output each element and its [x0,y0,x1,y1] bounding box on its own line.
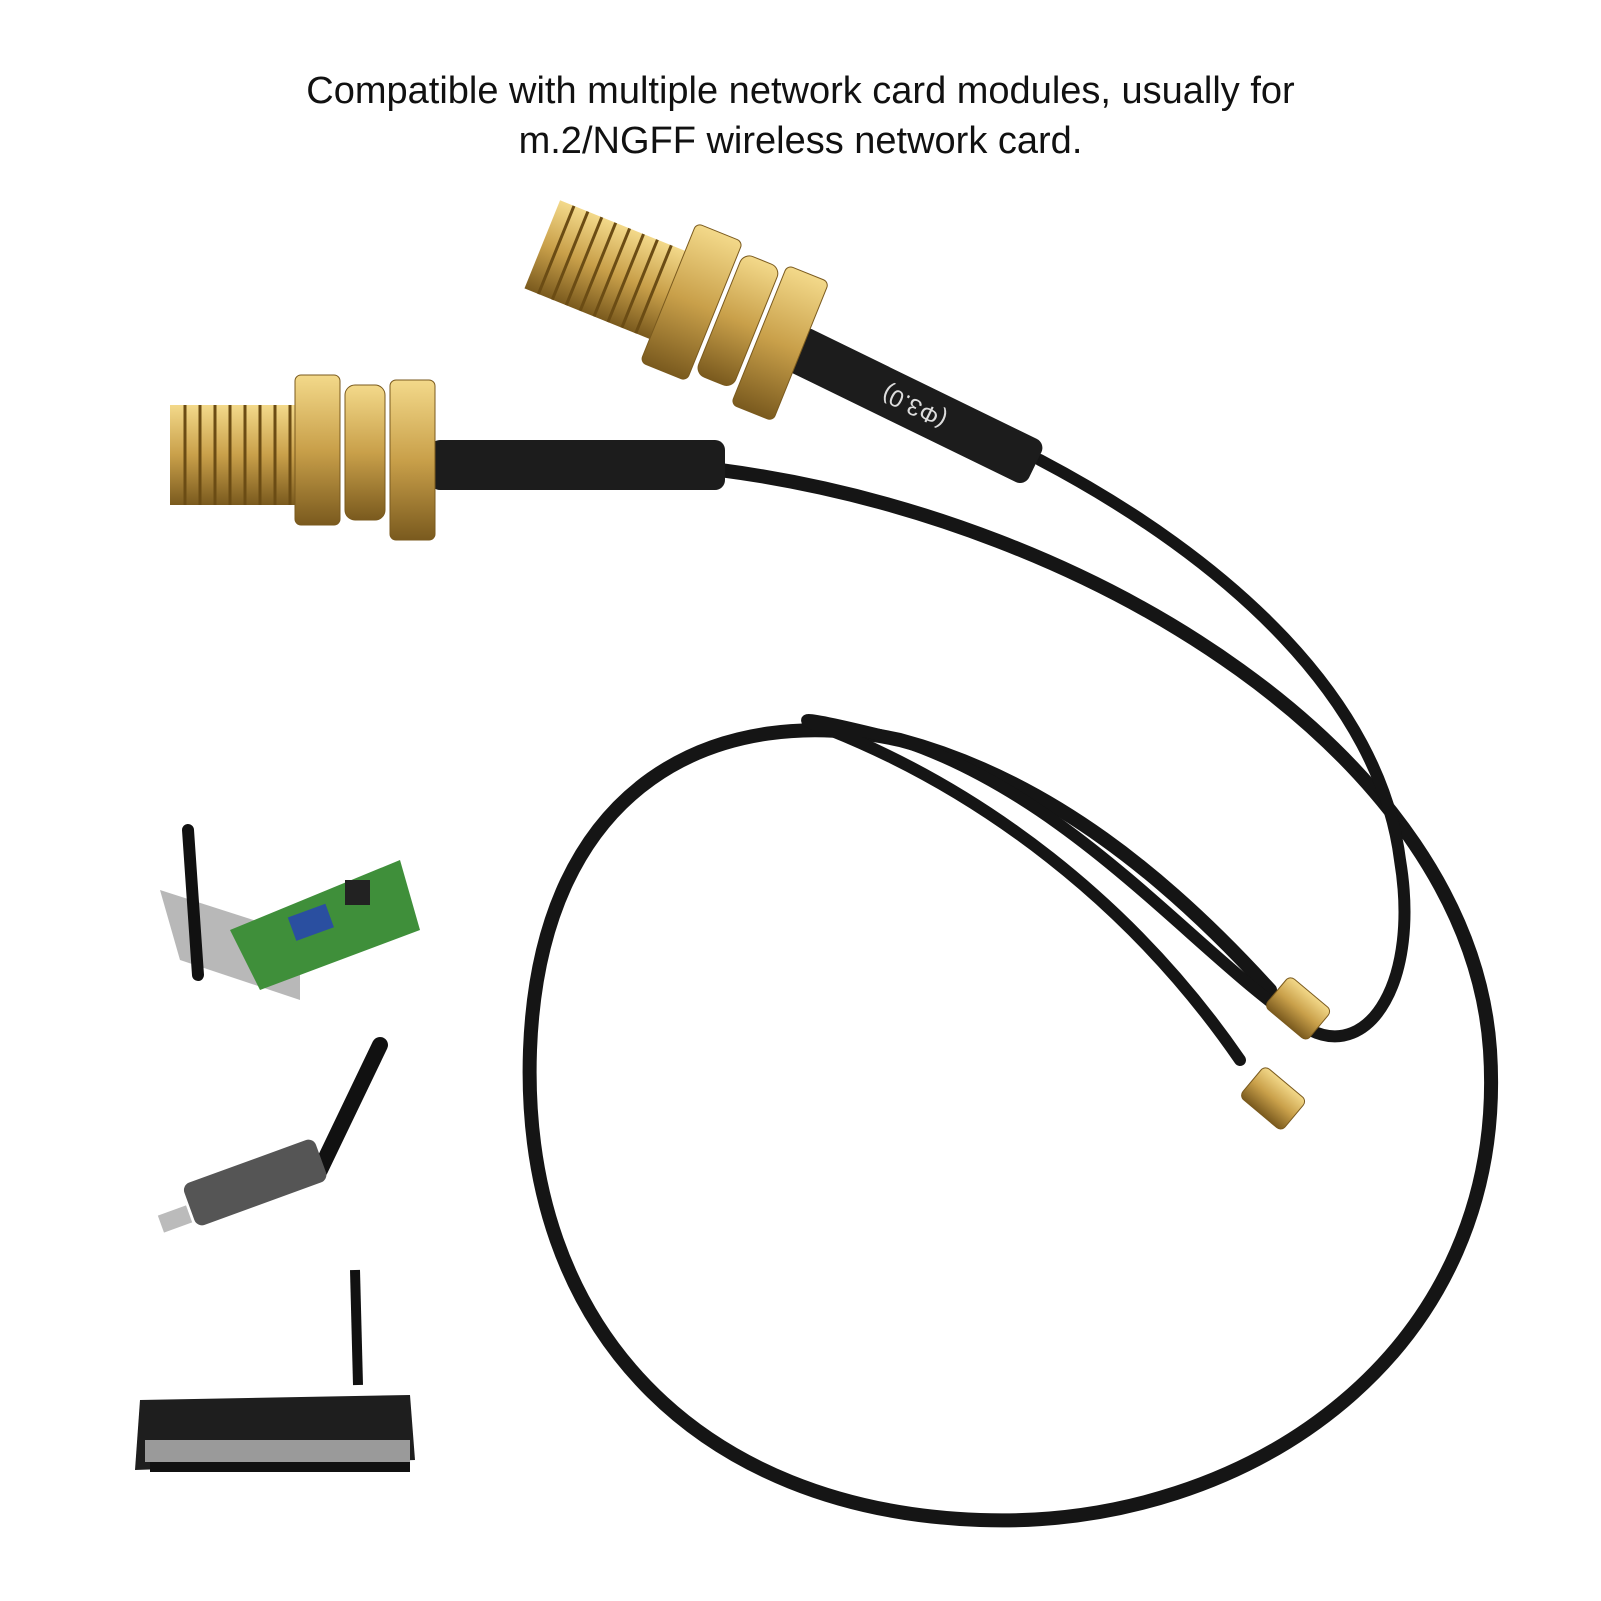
ipex-connector [1266,977,1331,1040]
heat-shrink-sleeve [785,328,1043,484]
caption-line-1: Compatible with multiple network card mo… [306,70,1295,112]
sma-connector-right [524,200,828,420]
caption-line-2: m.2/NGFF wireless network card. [518,120,1083,162]
cable-a [522,463,1499,1528]
ipex-connector [1241,1067,1306,1130]
sma-connector-left [170,374,436,541]
wireless-router-image [135,1269,415,1472]
pci-wireless-card-image [160,824,420,1000]
usb-wifi-adapter-image [157,1037,388,1233]
cable-b [801,454,1411,1066]
heat-shrink-sleeve [430,440,725,490]
